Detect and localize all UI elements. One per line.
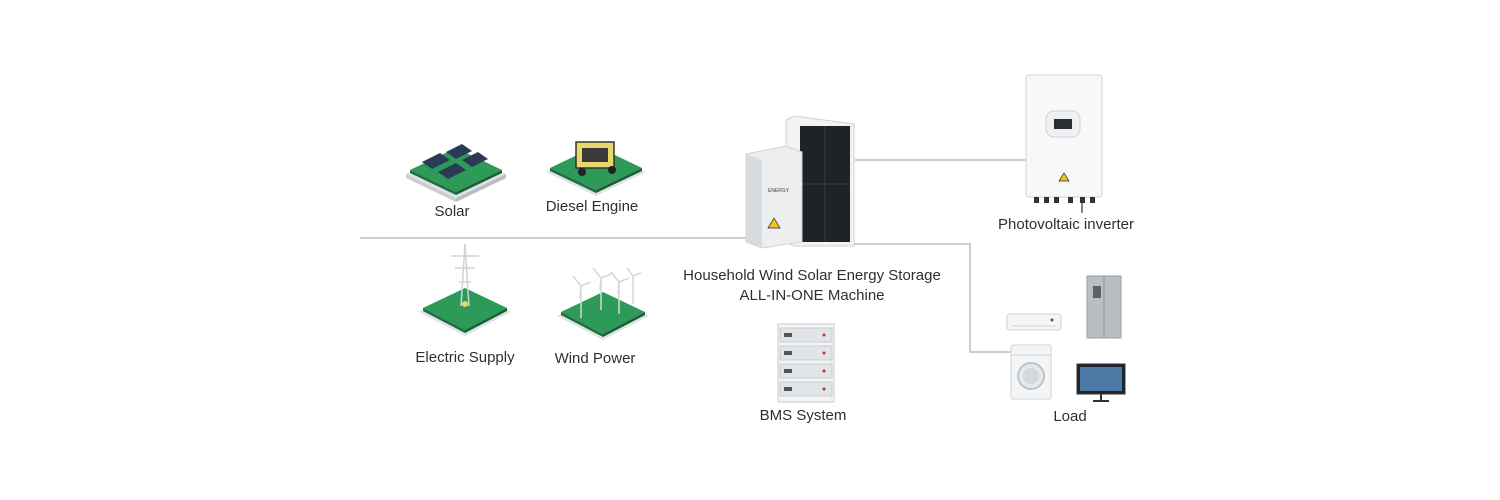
photovoltaic-inverter-illustration — [1025, 74, 1103, 213]
load-label: Load — [1053, 408, 1087, 425]
machine-label-line2: ALL-IN-ONE Machine — [739, 287, 885, 304]
diesel-engine-label: Diesel Engine — [545, 198, 639, 215]
all-in-one-machine-illustration: ENERGY — [745, 115, 855, 249]
machine-label: Household Wind Solar Energy Storage ALL-… — [662, 266, 962, 306]
washing-machine-icon — [1010, 344, 1052, 400]
monitor-icon — [1076, 363, 1126, 402]
solar-illustration — [406, 144, 506, 202]
air-conditioner-icon — [1006, 313, 1062, 331]
solar-label: Solar — [434, 203, 470, 220]
machine-label-line1: Household Wind Solar Energy Storage — [683, 267, 941, 284]
bms-label: BMS System — [759, 407, 847, 424]
electric-supply-illustration — [419, 243, 511, 336]
diesel-engine-illustration — [546, 141, 646, 196]
wind-power-illustration — [557, 267, 649, 340]
wind-power-label: Wind Power — [554, 350, 636, 367]
machine-brand-text: ENERGY — [768, 188, 790, 194]
electric-supply-label: Electric Supply — [415, 349, 515, 366]
inverter-label: Photovoltaic inverter — [998, 216, 1134, 233]
load-link-line — [850, 243, 1020, 353]
bms-battery-stack-illustration — [777, 323, 835, 403]
refrigerator-icon — [1086, 275, 1122, 339]
